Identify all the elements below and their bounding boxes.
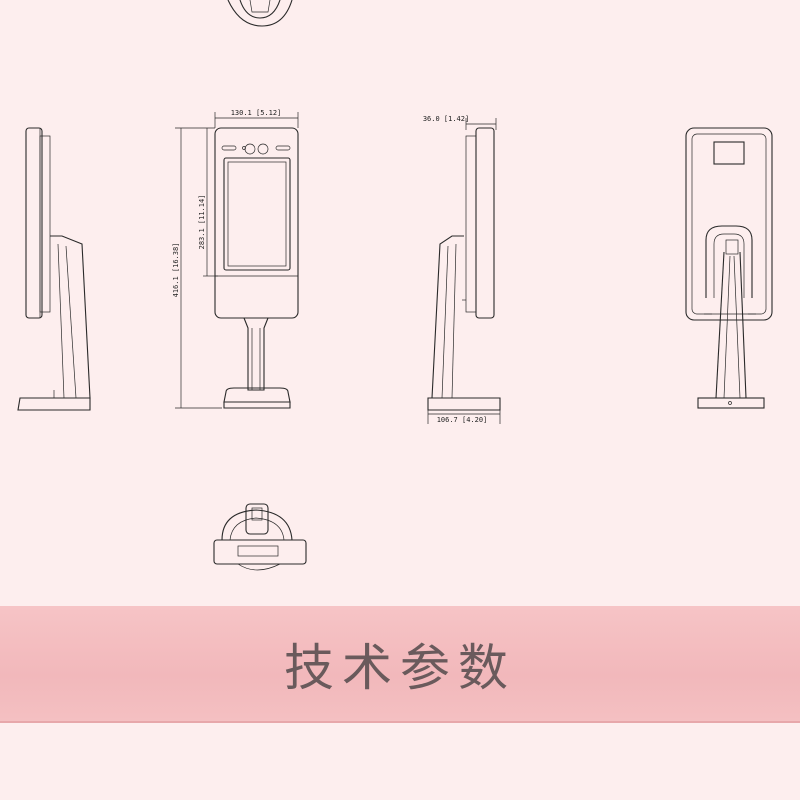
rear-view bbox=[685, 127, 773, 409]
section-divider bbox=[0, 721, 800, 723]
section-band bbox=[0, 606, 800, 722]
dim-base-depth: 106.7 [4.20] bbox=[437, 416, 488, 424]
front-view: 130.1 [5.12] 416.1 [16.38] 283.1 [11.14] bbox=[172, 109, 299, 409]
bottom-view bbox=[213, 503, 307, 571]
dim-front-width: 130.1 [5.12] bbox=[231, 109, 282, 117]
right-side-view: 36.0 [1.42] 106.7 [4.20] bbox=[423, 115, 501, 424]
technical-drawing: 130.1 [5.12] 416.1 [16.38] 283.1 [11.14] bbox=[17, 0, 773, 571]
dim-screen-height: 283.1 [11.14] bbox=[198, 195, 206, 250]
left-side-view bbox=[17, 127, 91, 411]
section-title: 技术参数 bbox=[284, 639, 516, 697]
dim-total-height: 416.1 [16.38] bbox=[172, 243, 180, 298]
top-view bbox=[227, 0, 293, 27]
dim-depth-top: 36.0 [1.42] bbox=[423, 115, 469, 123]
